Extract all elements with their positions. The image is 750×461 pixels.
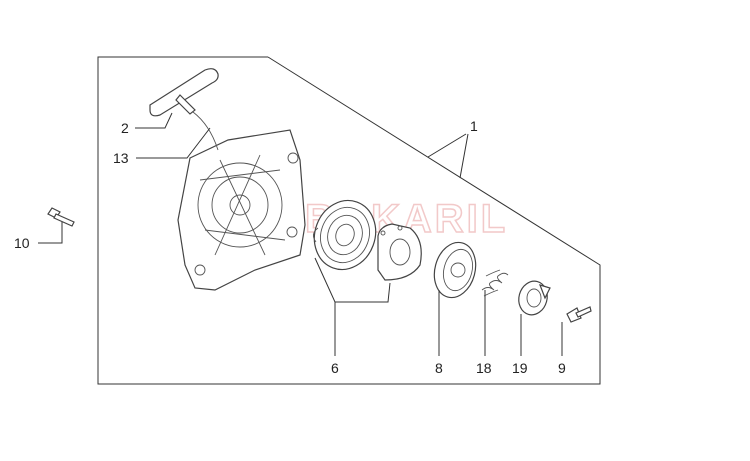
starter-rope: [192, 111, 219, 151]
callout-18: 18: [476, 360, 492, 376]
leader-lines: [38, 112, 563, 356]
starter-handle: [149, 68, 219, 117]
assembly-frame: [97, 56, 601, 385]
callout-1: 1: [470, 118, 478, 134]
callout-9: 9: [558, 360, 566, 376]
callout-10: 10: [14, 235, 30, 251]
small-spring: [481, 269, 509, 297]
callout-2: 2: [121, 120, 129, 136]
spring-cover: [377, 223, 422, 281]
callout-8: 8: [435, 360, 443, 376]
starter-housing: [177, 129, 306, 291]
callout-6: 6: [331, 360, 339, 376]
callout-13: 13: [113, 150, 129, 166]
screw-10: [47, 207, 75, 227]
rope-pulley: [433, 241, 477, 299]
callout-19: 19: [512, 360, 528, 376]
rewind-spring: [313, 199, 377, 271]
pawl-carrier: [518, 280, 551, 316]
screw-9: [566, 306, 592, 323]
